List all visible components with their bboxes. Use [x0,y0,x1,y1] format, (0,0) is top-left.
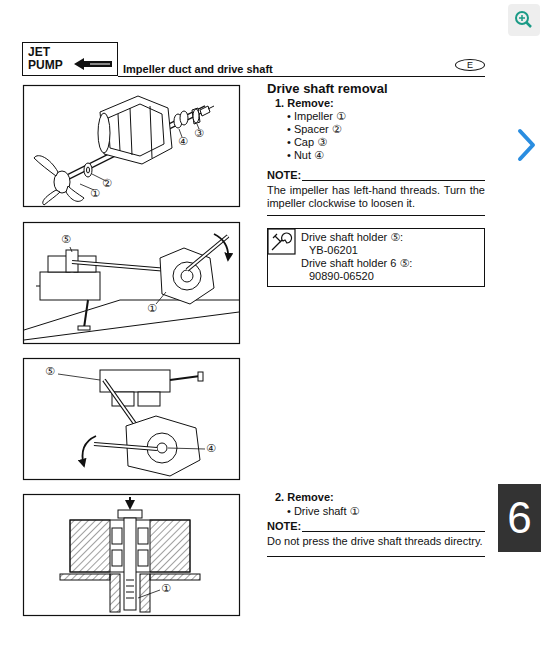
node-text: Drive shaft holder ⑤: [301,231,478,244]
tool-icon [268,229,295,254]
node-text: E [456,60,484,70]
node-text: Drive shaft holder 6 ⑤: [301,257,478,270]
note-rules [267,181,485,557]
part-item: • Spacer ② [287,123,342,136]
node-text: 90890-06520 [301,270,478,283]
node-text: YB-06201 [301,244,478,257]
callout-number: ⑤ [61,234,71,246]
node-text: 6 [498,484,541,552]
callout-number: ② [102,178,112,190]
note-heading: NOTE: [267,169,301,182]
zoom-icon [508,4,540,36]
chapter-tab: 6 [498,484,541,552]
note-text: The impeller has left-hand threads. Turn… [267,184,485,210]
figure-frames [24,86,240,616]
part-item: • Cap ③ [287,136,327,149]
note-text: Do not press the drive shaft threads dir… [267,535,485,548]
note-heading: NOTE: [267,520,301,533]
callout-number: ④ [178,136,188,148]
callout-number: ① [161,583,171,595]
part-item: • Nut ④ [287,149,324,162]
part-item: • Drive shaft ① [287,505,359,518]
callout-number: ④ [206,443,216,455]
exploded-drive-shaft [34,96,214,205]
section-tab-box: JET PUMP [22,42,118,76]
tool-box: Drive shaft holder ⑤:YB-06201Drive shaft… [267,228,485,287]
callout-number: ⑤ [45,366,55,378]
procedure-heading: Drive shaft removal [267,81,388,96]
callout-number: ① [90,188,100,200]
vise-nut-removal [58,370,205,476]
node-text: JET PUMP [28,46,63,72]
next-chevron [520,131,533,159]
section-title: Impeller duct and drive shaft [123,63,273,76]
header-rule [74,58,485,77]
step-heading: 1. Remove: [275,97,334,110]
callout-number: ① [147,303,157,315]
part-item: • Impeller ① [287,110,346,123]
language-oval: E [455,59,485,71]
vise-impeller-removal [24,234,239,340]
callout-number: ③ [194,128,204,140]
step-heading: 2. Remove: [275,491,334,504]
press-drive-shaft [60,497,200,612]
